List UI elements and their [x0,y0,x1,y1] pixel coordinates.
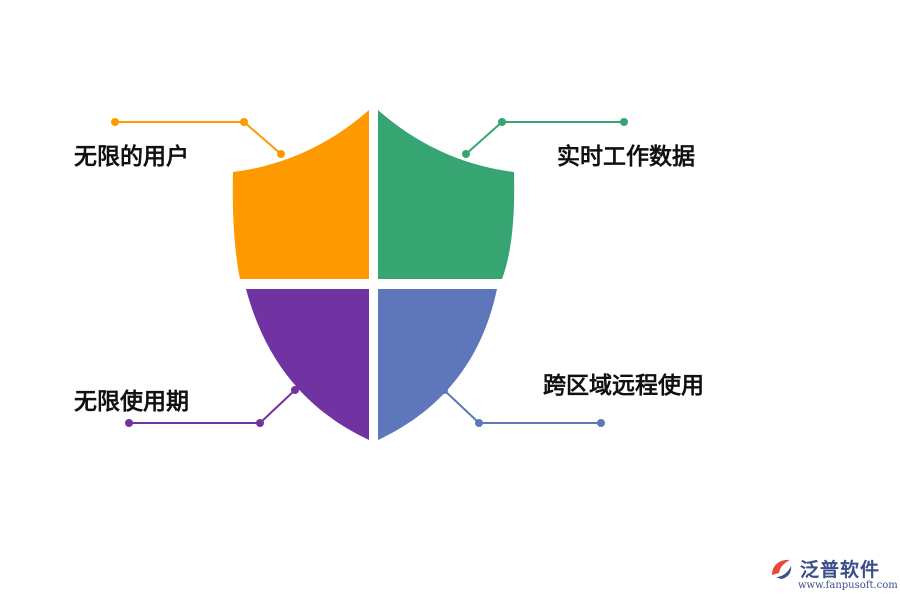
connector-bottom-right [440,386,605,427]
quadrant-top-left [232,110,369,279]
label-top-right: 实时工作数据 [557,144,695,170]
label-bottom-right: 跨区域远程使用 [543,373,704,399]
label-top-left: 无限的用户 [74,144,189,170]
quadrant-bottom-right [378,289,497,440]
logo-url: www.fanpusoft.com [798,580,898,591]
quadrant-bottom-left [246,289,369,440]
connector-top-left [111,118,285,158]
logo-name: 泛普软件 [800,559,881,581]
label-bottom-left: 无限使用期 [74,389,189,415]
watermark-logo: 泛普软件 www.fanpusoft.com [768,553,898,597]
connector-bottom-left [125,386,299,427]
quadrant-top-right [378,110,515,279]
connector-top-right [462,118,628,158]
fanpu-logo-icon [772,559,792,579]
